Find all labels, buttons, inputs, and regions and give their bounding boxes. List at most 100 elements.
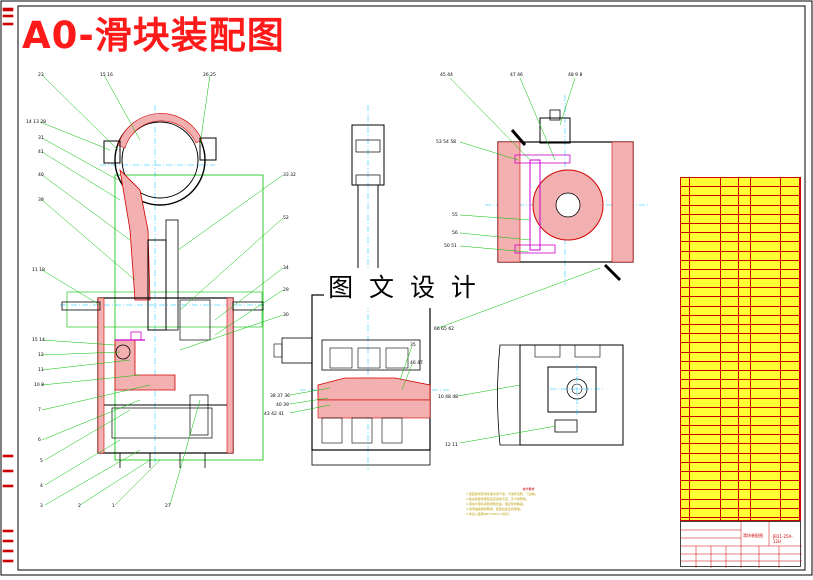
- parts-list-cell: [739, 407, 752, 416]
- parts-list-row: [681, 389, 800, 399]
- parts-list-cell: [690, 389, 721, 398]
- callout-56: 56: [452, 230, 458, 236]
- parts-list: [680, 177, 801, 564]
- parts-list-cell: [751, 352, 781, 361]
- parts-list-cell: [751, 306, 781, 315]
- parts-list-cell: [681, 444, 690, 453]
- parts-list-cell: [721, 251, 740, 260]
- parts-list-cell: [681, 361, 690, 370]
- callout-12: 12: [38, 352, 44, 358]
- parts-list-cell: [721, 361, 740, 370]
- parts-list-cell: [681, 306, 690, 315]
- callout-23: 23: [38, 72, 44, 78]
- parts-list-cell: [739, 361, 752, 370]
- callout-40: 40: [38, 172, 44, 178]
- callout-50-51: 50 51: [444, 243, 457, 249]
- parts-list-cell: [781, 260, 800, 269]
- parts-list-row: [681, 343, 800, 353]
- parts-list-cell: [781, 279, 800, 288]
- parts-list-cell: [739, 297, 752, 306]
- parts-list-cell: [781, 334, 800, 343]
- parts-list-cell: [690, 490, 721, 499]
- parts-list-cell: [690, 416, 721, 426]
- parts-list-cell: [721, 178, 740, 187]
- parts-list-row: [681, 334, 800, 344]
- parts-list-cell: [739, 426, 752, 435]
- parts-list-cell: [721, 407, 740, 416]
- parts-list-cell: [690, 297, 721, 306]
- parts-list-cell: [681, 242, 690, 251]
- parts-list-cell: [690, 472, 721, 481]
- parts-list-cell: [751, 370, 781, 380]
- parts-list-cell: [690, 398, 721, 407]
- callout-2: 2: [78, 503, 81, 509]
- callout-47-46: 47 46: [510, 72, 523, 78]
- parts-list-row: [681, 416, 800, 427]
- parts-list-cell: [751, 490, 781, 499]
- callout-40-39: 40 39: [276, 402, 289, 408]
- parts-list-cell: [690, 343, 721, 352]
- parts-list-cell: [721, 426, 740, 435]
- parts-list-cell: [681, 453, 690, 462]
- parts-list-cell: [751, 472, 781, 481]
- parts-list-cell: [781, 481, 800, 490]
- parts-list-cell: [690, 370, 721, 380]
- callout-55: 55: [452, 212, 458, 218]
- note-line: 3.滑块与导轨间隙调整合适，保证导向精度。: [466, 502, 526, 506]
- parts-list-cell: [721, 233, 740, 242]
- technical-notes: 技术要求 1.装配前所有零件需清洗干净，不得有毛刺、飞边等。 2.各运动部件装配…: [466, 487, 591, 517]
- parts-list-cell: [721, 279, 740, 288]
- parts-list-cell: [721, 508, 740, 517]
- parts-list-cell: [739, 223, 752, 233]
- parts-list-row: [681, 315, 800, 325]
- parts-list-cell: [690, 426, 721, 435]
- parts-list-cell: [751, 279, 781, 288]
- parts-list-cell: [721, 223, 740, 233]
- parts-list-cell: [739, 389, 752, 398]
- parts-list-cell: [721, 499, 740, 508]
- parts-list-row: [681, 325, 800, 335]
- parts-list-row: [681, 426, 800, 436]
- parts-list-cell: [721, 481, 740, 490]
- parts-list-cell: [690, 352, 721, 361]
- parts-list-cell: [681, 315, 690, 324]
- parts-list-cell: [781, 242, 800, 251]
- parts-list-cell: [681, 233, 690, 242]
- parts-list-cell: [681, 380, 690, 389]
- parts-list-cell: [681, 223, 690, 233]
- parts-list-cell: [751, 389, 781, 398]
- parts-list-cell: [739, 233, 752, 242]
- parts-list-cell: [751, 435, 781, 444]
- callout-11: 11: [38, 367, 44, 373]
- parts-list-cell: [781, 325, 800, 334]
- callout-52: 52: [283, 215, 289, 221]
- parts-list-cell: [751, 214, 781, 223]
- parts-list-cell: [721, 389, 740, 398]
- parts-list-cell: [721, 370, 740, 380]
- parts-list-cell: [690, 453, 721, 462]
- parts-list-row: [681, 499, 800, 509]
- callout-30: 30: [283, 312, 289, 318]
- parts-list-cell: [739, 462, 752, 471]
- parts-list-cell: [751, 260, 781, 269]
- parts-list-cell: [781, 178, 800, 187]
- callout-45-44: 45 44: [440, 72, 453, 78]
- parts-list-cell: [681, 462, 690, 471]
- parts-list-cell: [781, 462, 800, 471]
- parts-list-cell: [751, 462, 781, 471]
- parts-list-cell: [781, 361, 800, 370]
- notes-heading: 技术要求: [522, 487, 535, 491]
- parts-list-cell: [681, 297, 690, 306]
- parts-list-row: [681, 196, 800, 206]
- parts-list-cell: [721, 444, 740, 453]
- parts-list-cell: [681, 269, 690, 279]
- note-line: 5.未注公差按GB/T1804-m执行。: [466, 512, 512, 516]
- parts-list-cell: [781, 223, 800, 233]
- parts-list-cell: [751, 187, 781, 196]
- parts-list-cell: [781, 315, 800, 324]
- parts-list-cell: [751, 196, 781, 205]
- watermark: 图 文 设 计: [324, 268, 484, 308]
- parts-list-row: [681, 352, 800, 362]
- parts-list-cell: [739, 508, 752, 517]
- parts-list-row: [681, 233, 800, 243]
